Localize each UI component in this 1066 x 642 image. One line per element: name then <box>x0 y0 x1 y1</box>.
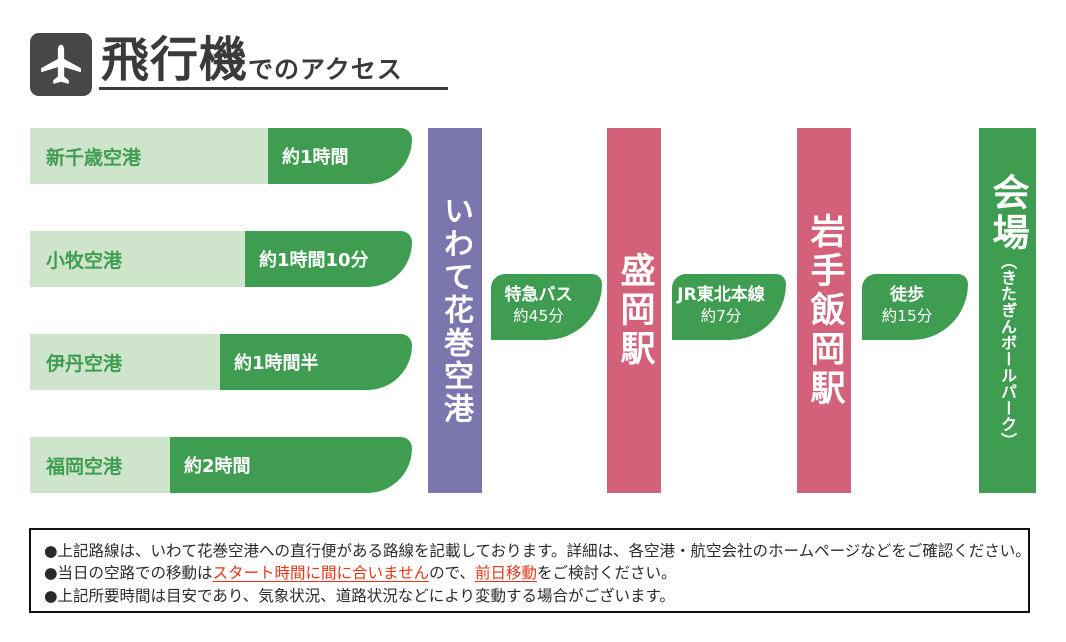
flight-duration: 約1時間10分 <box>245 231 412 287</box>
flight-row-komaki: 小牧空港 約1時間10分 <box>30 231 412 287</box>
flight-duration: 約1時間半 <box>220 334 412 390</box>
station-name: 岩手飯岡駅 <box>804 212 845 409</box>
leg-walk: 徒歩 約15分 <box>862 274 968 340</box>
notes-box: ●上記路線は、いわて花巻空港への直行便がある路線を記載しております。詳細は、各空… <box>29 528 1031 613</box>
leg-duration: 約15分 <box>881 306 933 325</box>
station-bar-morioka: 盛岡駅 <box>607 128 661 493</box>
airport-name: 伊丹空港 <box>30 334 220 390</box>
venue-name-main: 会場 <box>986 172 1029 253</box>
airport-name: 福岡空港 <box>30 437 170 493</box>
airport-name: 小牧空港 <box>30 231 245 287</box>
note-line-2-mid: ので、 <box>429 564 475 583</box>
note-line-2: ●当日の空路での移動はスタート時間に間に合いませんので、前日移動をご検討ください… <box>44 562 1015 584</box>
station-name: 盛岡駅 <box>614 251 655 370</box>
airport-name: 新千歳空港 <box>30 128 268 184</box>
venue-name: 会場（きたぎんボールパーク） <box>986 172 1029 449</box>
page-title-main: 飛行機 <box>101 32 249 88</box>
note-warning-previous-day: 前日移動 <box>474 564 537 583</box>
note-line-2-pre: ●当日の空路での移動は <box>44 564 213 583</box>
leg-mode: JR東北本線 <box>677 284 765 305</box>
leg-duration: 約7分 <box>700 306 742 325</box>
airplane-icon <box>30 33 92 96</box>
hub-airport-name: いわて花巻空港 <box>438 195 473 426</box>
venue-name-sub: （きたぎんボールパーク） <box>998 252 1017 449</box>
leg-mode: 徒歩 <box>890 284 924 305</box>
station-bar-iwate-iioka: 岩手飯岡駅 <box>797 128 851 493</box>
leg-express-bus: 特急バス 約45分 <box>491 274 602 340</box>
flight-row-fukuoka: 福岡空港 約2時間 <box>30 437 412 493</box>
airplane-glyph <box>41 44 81 84</box>
hub-airport-bar: いわて花巻空港 <box>428 128 482 493</box>
flight-row-itami: 伊丹空港 約1時間半 <box>30 334 412 390</box>
flight-duration: 約1時間 <box>268 128 412 184</box>
leg-mode: 特急バス <box>504 284 573 305</box>
leg-jr-tohoku-line: JR東北本線 約7分 <box>672 274 786 340</box>
flight-row-shinchitose: 新千歳空港 約1時間 <box>30 128 412 184</box>
leg-duration: 約45分 <box>513 306 564 325</box>
note-line-3: ●上記所要時間は目安であり、気象状況、道路状況などにより変動する場合がございます… <box>44 586 675 605</box>
title-underline <box>99 87 448 90</box>
flight-duration: 約2時間 <box>170 437 412 493</box>
page-title-sub: でのアクセス <box>248 55 403 84</box>
note-warning-start-time: スタート時間に間に合いません <box>212 564 430 583</box>
note-line-1: ●上記路線は、いわて花巻空港への直行便がある路線を記載しております。詳細は、各空… <box>44 542 1031 560</box>
venue-bar: 会場（きたぎんボールパーク） <box>979 128 1036 493</box>
page-title: 飛行機でのアクセス <box>101 34 403 84</box>
note-line-2-post: をご検討ください。 <box>536 564 677 583</box>
